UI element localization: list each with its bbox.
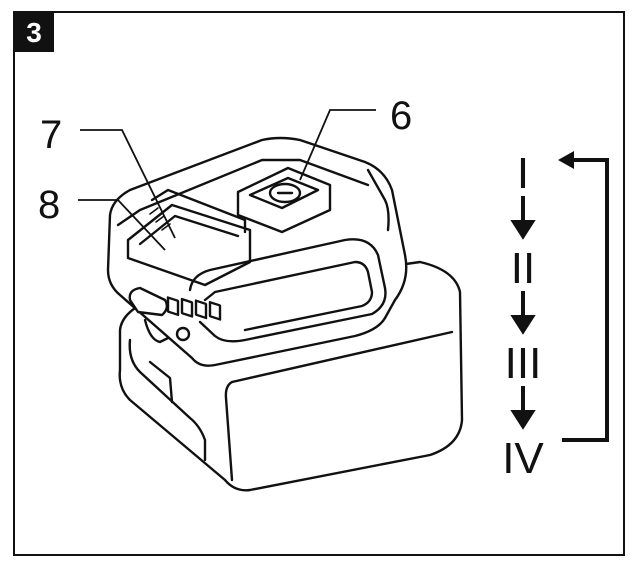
figure-frame xyxy=(13,11,625,556)
leader-line-7 xyxy=(80,129,176,239)
battery-lower-front-edge xyxy=(230,330,454,384)
terminal-contact xyxy=(208,300,222,321)
terminal-contacts xyxy=(166,296,222,321)
battery-lower-side-recess xyxy=(128,338,207,462)
return-arrow-line xyxy=(562,158,609,442)
upper-front-panel xyxy=(188,238,387,343)
battery-lower-corner xyxy=(224,380,234,482)
step-label-1: I xyxy=(517,149,529,198)
battery-right-shoulder xyxy=(366,168,390,232)
step-label-2: II xyxy=(511,244,535,293)
battery-lower-groove xyxy=(148,360,174,404)
down-arrows xyxy=(510,196,536,430)
step-sequence: I II III IV xyxy=(502,149,609,483)
callout-6: 6 xyxy=(390,94,412,138)
side-latch-pin xyxy=(175,326,191,342)
down-arrow-2-head xyxy=(510,315,536,335)
callout-lines xyxy=(78,109,376,251)
callout-7: 7 xyxy=(40,113,62,157)
terminal-contact xyxy=(194,299,208,320)
terminal-contact xyxy=(166,296,180,317)
figure-number: 3 xyxy=(26,17,42,48)
figure-number-badge xyxy=(14,12,54,52)
leader-line-6 xyxy=(299,109,376,181)
callout-8: 8 xyxy=(38,183,60,227)
battery-illustration xyxy=(106,136,464,492)
step-label-4: IV xyxy=(502,434,544,483)
side-latch xyxy=(128,286,169,317)
slide-rail xyxy=(150,188,247,234)
upper-front-panel-inset xyxy=(203,260,374,332)
leader-line-8 xyxy=(78,199,166,251)
terminal-contact xyxy=(180,297,194,318)
return-arrow xyxy=(558,151,609,442)
side-latch-tab xyxy=(143,318,170,344)
return-arrow-head xyxy=(558,151,574,169)
down-arrow-3-head xyxy=(510,410,536,430)
down-arrow-1-head xyxy=(510,220,536,240)
step-label-3: III xyxy=(505,339,542,388)
